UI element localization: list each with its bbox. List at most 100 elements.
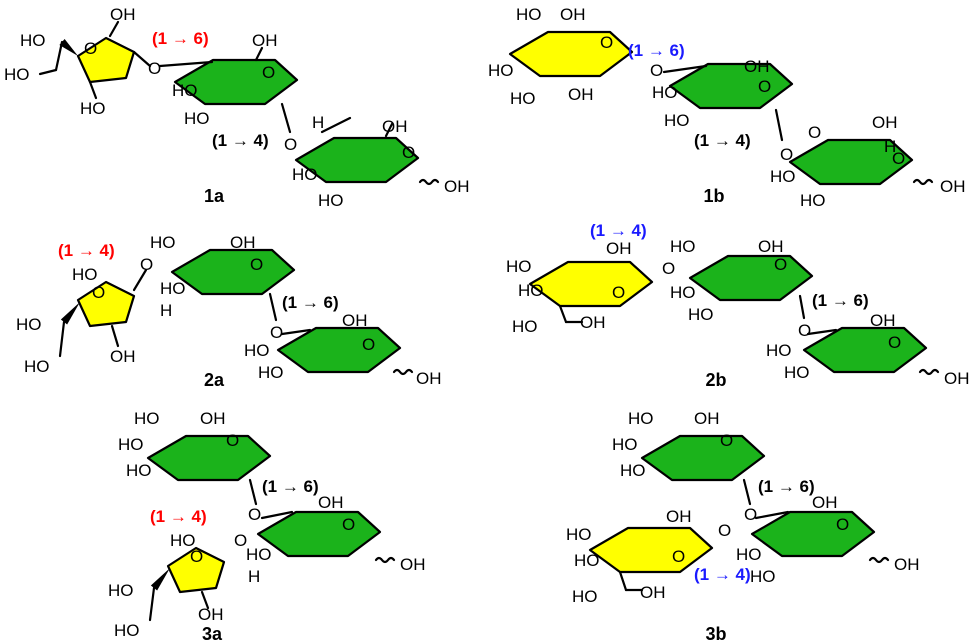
hydroxyl-label: HO [628,409,654,428]
hydroxyl-label: HO [664,111,690,130]
ring-oxygen-label: O [362,335,375,354]
hydroxyl-label: OH [110,347,136,366]
glycosidic-oxygen-label: O [718,521,731,540]
ring-oxygen-label: O [774,255,787,274]
glucopyranose-ring [688,254,814,302]
hydroxyl-label: OH [400,555,426,574]
wedge-bond [150,568,170,591]
hydroxyl-label: OH [318,493,344,512]
fructofuranose-ring [166,546,226,594]
hydroxyl-label: HO [512,317,538,336]
glycosidic-oxygen-label: O [270,323,283,342]
linkage-label: (1 → 4) [150,507,207,526]
ring-oxygen-label: O [226,431,239,450]
ring-oxygen-label: O [892,149,905,168]
hydroxyl-label: HO [170,531,196,550]
bond [132,268,148,292]
bond [38,68,58,76]
bond [320,116,352,134]
anomeric-wavy-bond [374,556,396,564]
hydroxyl-label: HO [118,435,144,454]
hydroxyl-label: HO [150,233,176,252]
bond [260,510,294,520]
hydroxyl-label: OH [580,313,606,332]
hydroxyl-label: HO [72,265,98,284]
bond [110,324,120,348]
compound-label-2a: 2a [204,370,225,390]
ring-oxygen-label: O [190,547,203,566]
linkage-label: (1 → 6) [628,41,685,60]
ring-oxygen-label: O [720,431,733,450]
hydroxyl-label: HO [670,283,696,302]
hydroxyl-label: HO [670,237,696,256]
glucopyranose-ring [294,136,420,184]
wedge-bond [60,302,80,325]
linkage-label: (1 → 6) [262,477,319,496]
glycosidic-oxygen-label: O [780,145,793,164]
hydroxyl-label: OH [382,117,408,136]
bond [618,570,628,592]
linkage-label: (1 → 6) [152,29,209,48]
glycosidic-oxygen-label: O [148,59,161,78]
compound-label-1b: 1b [703,186,724,206]
ring-oxygen-label: O [672,547,685,566]
hydroxyl-label: HO [4,65,30,84]
ring-oxygen-label: O [888,333,901,352]
bond [254,46,264,62]
glycosidic-oxygen-label: O [662,259,675,278]
hydroxyl-label: OH [560,5,586,24]
linkage-label: (1 → 6) [282,293,339,312]
glucopyranose-ring [256,510,382,558]
hydroxyl-label: HO [108,581,134,600]
hydroxyl-label: HO [24,357,50,376]
linkage-label: (1 → 4) [694,565,751,584]
glucopyranose-ring [170,248,296,296]
glucopyranose-ring [668,62,794,110]
ring-oxygen-label: O [402,143,415,162]
linkage-label: (1 → 4) [694,131,751,150]
glycosidic-oxygen-label: O [234,531,247,550]
glycosidic-oxygen-label: O [650,61,663,80]
hydroxyl-label: HO [114,621,140,640]
hydroxyl-label: OH [666,507,692,526]
galactopyranose-ring [508,30,634,78]
hydroxyl-label: HO [612,435,638,454]
anomeric-wavy-bond [418,178,440,186]
hydroxyl-label: HO [736,545,762,564]
fructofuranose-ring [76,36,136,84]
bond [54,40,64,72]
hydroxyl-label: OH [252,31,278,50]
linkage-label: (1 → 4) [590,221,647,240]
hydroxyl-label: HO [172,81,198,100]
compound-label-3b: 3b [705,624,726,644]
hydroxyl-label: HO [566,525,592,544]
hydrogen-label: H [884,137,896,156]
hydroxyl-label: HO [766,341,792,360]
bond [754,510,790,520]
linkage-label: (1 → 4) [58,241,115,260]
hydroxyl-label: HO [126,461,152,480]
glycosidic-oxygen-label: O [808,123,821,142]
bond [662,64,708,74]
hydroxyl-label: OH [758,237,784,256]
anomeric-wavy-bond [918,368,940,376]
hydroxyl-label: HO [750,567,776,586]
hydroxyl-label: HO [516,5,542,24]
hydrogen-label: H [160,301,172,320]
hydroxyl-label: OH [940,177,966,196]
hydroxyl-label: HO [244,341,270,360]
glucopyranose-ring [173,58,299,106]
hydroxyl-label: HO [784,363,810,382]
hydroxyl-label: HO [800,191,826,210]
ring-oxygen-label: O [836,515,849,534]
hydroxyl-label: HO [652,83,678,102]
glycosidic-oxygen-label: O [284,135,297,154]
hydroxyl-label: OH [744,57,770,76]
glycosidic-oxygen-label: O [140,255,153,274]
bond [384,122,394,138]
hydroxyl-label: OH [198,605,224,624]
